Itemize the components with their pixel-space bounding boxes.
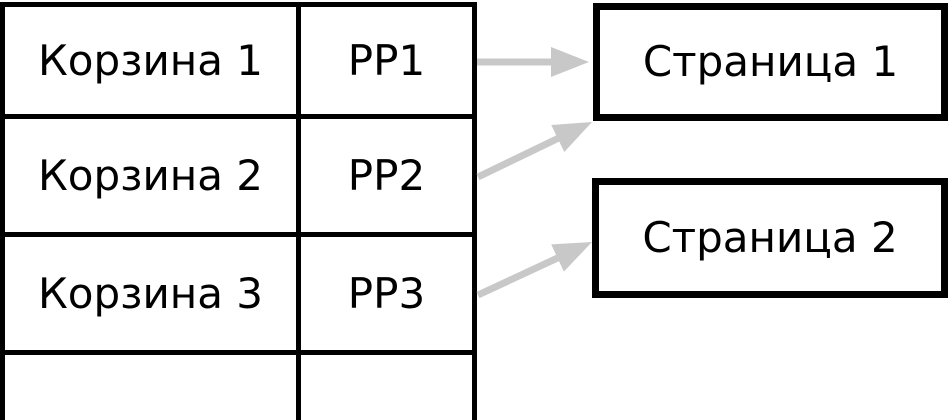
page-box-1-label: Страница 1 [642, 37, 899, 86]
pp-cell-2: PP2 [301, 119, 477, 237]
arrow-head-PP3-to-Страница 2 [551, 242, 592, 272]
basket-cell-3: Корзина 3 [5, 237, 301, 355]
basket-cell-4-empty [5, 355, 301, 420]
basket-cell-2: Корзина 2 [5, 119, 301, 237]
pp-cell-1: PP1 [301, 7, 477, 119]
baskets-to-pp-table: Корзина 1 PP1 Корзина 2 PP2 Корзина 3 PP… [0, 2, 477, 420]
arrow-head-PP2-to-Страница 1 [551, 122, 592, 153]
page-box-1: Страница 1 [593, 3, 948, 121]
page-box-2: Страница 2 [592, 178, 948, 298]
arrow-head-PP1-to-Страница 1 [551, 47, 589, 77]
arrow-shaft-PP3-to-Страница 2 [476, 253, 563, 299]
arrow-shaft-PP2-to-Страница 1 [476, 133, 563, 181]
page-box-2-label: Страница 2 [642, 213, 898, 262]
basket-cell-1: Корзина 1 [5, 7, 301, 119]
pp-cell-4-empty [301, 355, 477, 420]
pp-cell-3: PP3 [301, 237, 477, 355]
